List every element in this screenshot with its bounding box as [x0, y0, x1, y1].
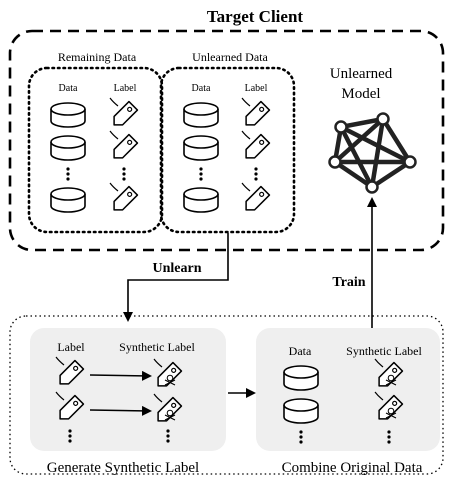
database-cylinder-icon: [50, 102, 86, 128]
more-items-icon: [122, 167, 126, 181]
database-cylinder-icon: [183, 135, 219, 161]
model-title-line2: Model: [341, 86, 380, 102]
unlearned-data-box: [159, 66, 296, 234]
tag-icon: [109, 130, 139, 163]
remaining-data-col-label: Label: [114, 83, 137, 94]
generate-caption: Generate Synthetic Label: [47, 460, 199, 476]
more-items-icon: [68, 429, 72, 443]
generate-col-synthetic: Synthetic Label: [119, 340, 195, 354]
more-items-icon: [299, 430, 303, 444]
more-items-icon: [66, 167, 70, 181]
network-nodes: [328, 112, 417, 194]
target-client-boundary: [8, 29, 445, 252]
unlearned-data-title: Unlearned Data: [192, 50, 268, 64]
remaining-data-col-data: Data: [59, 83, 78, 94]
tag-icon: [241, 130, 271, 163]
target-client-title: Target Client: [207, 7, 304, 26]
database-cylinder-icon: [183, 187, 219, 213]
more-items-icon: [387, 430, 391, 444]
database-cylinder-icon: [283, 365, 319, 391]
more-items-icon: [254, 167, 258, 181]
unlearned-data-col-data: Data: [192, 83, 211, 94]
combine-caption: Combine Original Data: [282, 460, 423, 476]
more-items-icon: [199, 167, 203, 181]
combine-col-synthetic: Synthetic Label: [346, 344, 422, 358]
tag-icon: [241, 97, 271, 130]
generate-col-label: Label: [57, 340, 85, 354]
database-cylinder-icon: [283, 398, 319, 424]
remaining-data-title: Remaining Data: [58, 50, 137, 64]
database-cylinder-icon: [50, 187, 86, 213]
tag-icon: [241, 182, 271, 215]
generate-arrow: [89, 405, 152, 416]
unlearned-data-col-label: Label: [245, 83, 268, 94]
model-title-line1: Unlearned: [330, 66, 393, 82]
more-items-icon: [166, 429, 170, 443]
generate-panel: [30, 328, 226, 451]
tag-icon: [109, 97, 139, 130]
remaining-data-box: [27, 66, 164, 234]
network-graph-icon: [332, 116, 413, 190]
database-cylinder-icon: [183, 102, 219, 128]
train-label: Train: [332, 275, 365, 290]
combine-col-data: Data: [289, 344, 312, 358]
generate-arrow: [89, 370, 152, 381]
database-cylinder-icon: [50, 135, 86, 161]
tag-icon: [109, 182, 139, 215]
unlearn-arrow: [123, 233, 229, 322]
unlearn-label: Unlearn: [153, 261, 202, 276]
